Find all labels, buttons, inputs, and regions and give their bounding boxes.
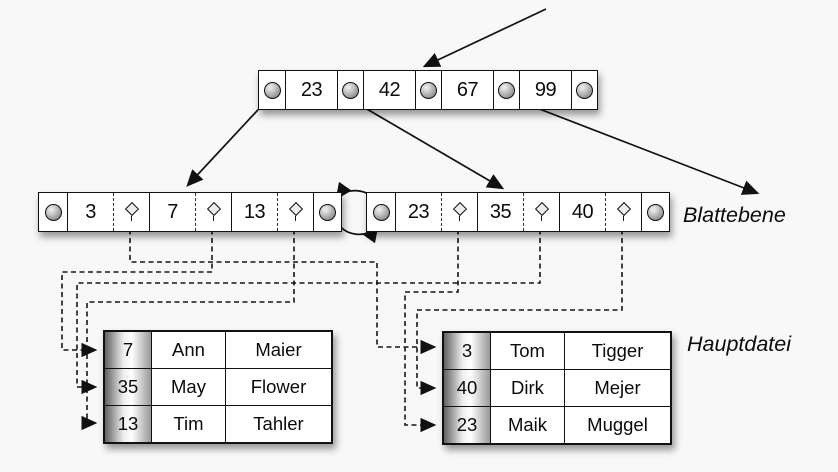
key-value: 99 (534, 78, 557, 101)
key-cell: 7 (149, 193, 195, 231)
key-value: 13 (243, 200, 266, 223)
record-lastname: Tigger (564, 333, 670, 369)
record-firstname: Tim (151, 406, 225, 442)
record-lastname: Mejer (564, 370, 670, 406)
record-key: 35 (105, 369, 151, 405)
record-key: 13 (105, 406, 151, 442)
key-cell: 40 (559, 193, 605, 231)
record-firstname: Dirk (490, 370, 564, 406)
child-pointer-icon (263, 81, 281, 99)
record-pointer-diamond-icon (452, 201, 467, 221)
key-value: 67 (456, 78, 479, 101)
main-file-label: Hauptdatei (687, 332, 791, 356)
record-lastname: Flower (225, 369, 331, 405)
arrow-root-to-right-leaf (347, 97, 505, 190)
record-table-left: 7 Ann Maier 35 May Flower 13 Tim Tahler (103, 330, 333, 444)
record-key: 3 (444, 333, 490, 369)
record-lastname: Tahler (225, 406, 331, 442)
record-pointer-diamond-icon (616, 201, 631, 221)
arrow-into-root (422, 8, 547, 68)
key-value: 3 (85, 200, 96, 223)
pointer-cell (493, 71, 519, 109)
key-cell: 13 (231, 193, 277, 231)
record-pointer-diamond-icon (124, 201, 139, 221)
record-key: 40 (444, 370, 490, 406)
record-key: 7 (105, 332, 151, 368)
record-lastname: Maier (225, 332, 331, 368)
record-row: 13 Tim Tahler (105, 405, 331, 442)
record-pointer-diamond-icon (534, 201, 549, 221)
key-cell: 3 (67, 193, 113, 231)
sibling-pointer-icon (647, 203, 664, 221)
pointer-cell (367, 193, 395, 231)
key-value: 40 (571, 200, 594, 223)
sibling-pointer-icon (372, 203, 390, 221)
child-pointer-icon (420, 81, 437, 99)
pointer-cell (337, 71, 363, 109)
key-value: 7 (167, 200, 178, 223)
pointer-cell (641, 193, 669, 231)
child-pointer-icon (576, 81, 593, 99)
leaf-node-right: 23 35 40 (366, 192, 670, 232)
record-pointer-diamond-icon (206, 201, 221, 221)
record-row: 23 Maik Muggel (444, 406, 670, 443)
record-route-key-3 (129, 221, 437, 355)
pointer-cell (571, 71, 597, 109)
key-cell: 99 (519, 71, 571, 109)
record-row: 40 Dirk Mejer (444, 369, 670, 406)
key-cell: 42 (363, 71, 415, 109)
record-row: 35 May Flower (105, 368, 331, 405)
record-pointer-cell (195, 193, 231, 231)
arrow-root-to-left-leaf (186, 97, 270, 187)
record-pointer-cell (441, 193, 477, 231)
record-firstname: Tom (490, 333, 564, 369)
sibling-pointer-icon (319, 203, 336, 221)
leaf-level-label: Blattebene (683, 203, 786, 227)
leaf-node-left: 3 7 13 (38, 192, 342, 232)
pointer-cell (39, 193, 67, 231)
key-value: 35 (489, 200, 512, 223)
record-firstname: Ann (151, 332, 225, 368)
key-value: 23 (407, 200, 430, 223)
record-pointer-cell (523, 193, 559, 231)
sibling-pointer-icon (44, 203, 62, 221)
record-firstname: May (151, 369, 225, 405)
key-cell: 67 (441, 71, 493, 109)
key-cell: 35 (477, 193, 523, 231)
record-pointer-diamond-icon (288, 201, 303, 221)
record-row: 7 Ann Maier (105, 332, 331, 368)
pointer-cell (259, 71, 285, 109)
record-key: 23 (444, 407, 490, 443)
key-cell: 23 (395, 193, 441, 231)
root-node: 23 42 67 99 (258, 70, 598, 110)
record-table-right: 3 Tom Tigger 40 Dirk Mejer 23 Maik Mugge… (442, 331, 672, 445)
pointer-cell (415, 71, 441, 109)
key-value: 42 (378, 78, 401, 101)
child-pointer-icon (498, 81, 515, 99)
record-row: 3 Tom Tigger (444, 333, 670, 369)
record-pointer-cell (605, 193, 641, 231)
pointer-cell (313, 193, 341, 231)
key-cell: 23 (285, 71, 337, 109)
arrow-root-to-next-leaf (510, 97, 760, 195)
record-pointer-cell (113, 193, 149, 231)
record-lastname: Muggel (564, 407, 670, 443)
child-pointer-icon (342, 81, 359, 99)
record-pointer-cell (277, 193, 313, 231)
key-value: 23 (300, 78, 323, 101)
record-firstname: Maik (490, 407, 564, 443)
